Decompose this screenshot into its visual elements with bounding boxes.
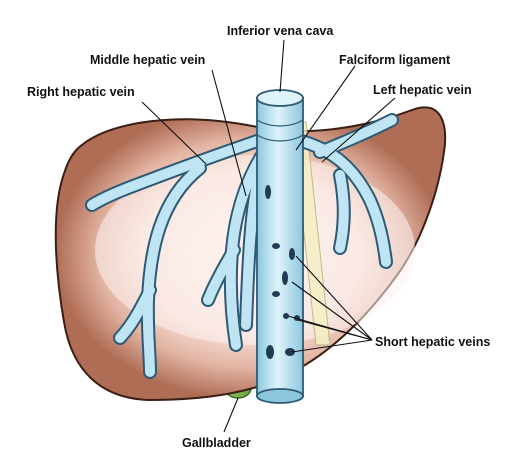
label-right-hepatic-vein: Right hepatic vein <box>27 85 135 99</box>
label-short-hepatic-veins: Short hepatic veins <box>375 335 490 349</box>
label-inferior-vena-cava: Inferior vena cava <box>227 24 334 38</box>
label-falciform-ligament: Falciform ligament <box>339 53 451 67</box>
label-left-hepatic-vein: Left hepatic vein <box>373 83 472 97</box>
label-gallbladder: Gallbladder <box>182 436 251 450</box>
label-middle-hepatic-vein: Middle hepatic vein <box>90 53 205 67</box>
inferior-vena-cava <box>257 90 303 403</box>
